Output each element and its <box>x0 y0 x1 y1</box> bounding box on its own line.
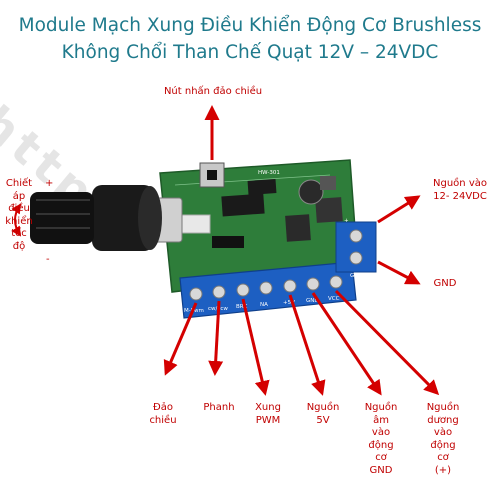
regulator <box>285 214 311 242</box>
board-label: HW-301 <box>258 170 280 176</box>
pin-label-vcc: VCC <box>328 296 340 302</box>
mosfet <box>315 197 343 223</box>
pot-base <box>179 214 211 234</box>
pin-label-gnd: GND <box>306 298 319 304</box>
arrow-gnd <box>377 260 421 285</box>
arrow-neg <box>311 292 382 396</box>
callout-arrows <box>163 105 440 396</box>
arrow-pwm <box>241 298 270 396</box>
label-gnd: GND <box>433 278 457 289</box>
label-plus: + <box>45 178 54 189</box>
capacitor <box>298 179 324 205</box>
label-brake: Phanh <box>203 402 235 413</box>
arrow-brake <box>208 300 224 376</box>
terminal-screws <box>189 275 343 301</box>
arrow-pos <box>334 289 440 396</box>
label-minus: - <box>46 254 50 265</box>
terminal-strip <box>179 261 357 319</box>
arrow-power-in <box>377 195 421 224</box>
title-line-1: Module Mạch Xung Điều Khiển Động Cơ Brus… <box>18 15 482 36</box>
arrow-reverse <box>163 302 198 376</box>
power-pin-gnd: GND <box>350 273 363 279</box>
label-button: Nút nhấn đảo chiều <box>163 86 263 97</box>
speed-knob <box>30 185 183 251</box>
inductor <box>320 176 336 190</box>
pcb-board <box>159 159 359 293</box>
pin-label-brk: BRK <box>236 304 248 310</box>
power-pin-plus: + <box>344 218 349 224</box>
pin-label-na: NA <box>260 302 268 308</box>
push-button <box>199 162 225 188</box>
title-line-2: Không Chổi Than Chế Quạt 12V – 24VDC <box>61 42 439 63</box>
arrow-5v <box>288 294 326 396</box>
power-terminal <box>335 221 377 273</box>
ic-chip <box>221 193 265 217</box>
rotation-arrow <box>11 203 22 237</box>
ic-chip-2 <box>247 179 277 195</box>
smd-chip <box>212 236 244 248</box>
pin-label-5v: +5V <box>283 300 295 306</box>
